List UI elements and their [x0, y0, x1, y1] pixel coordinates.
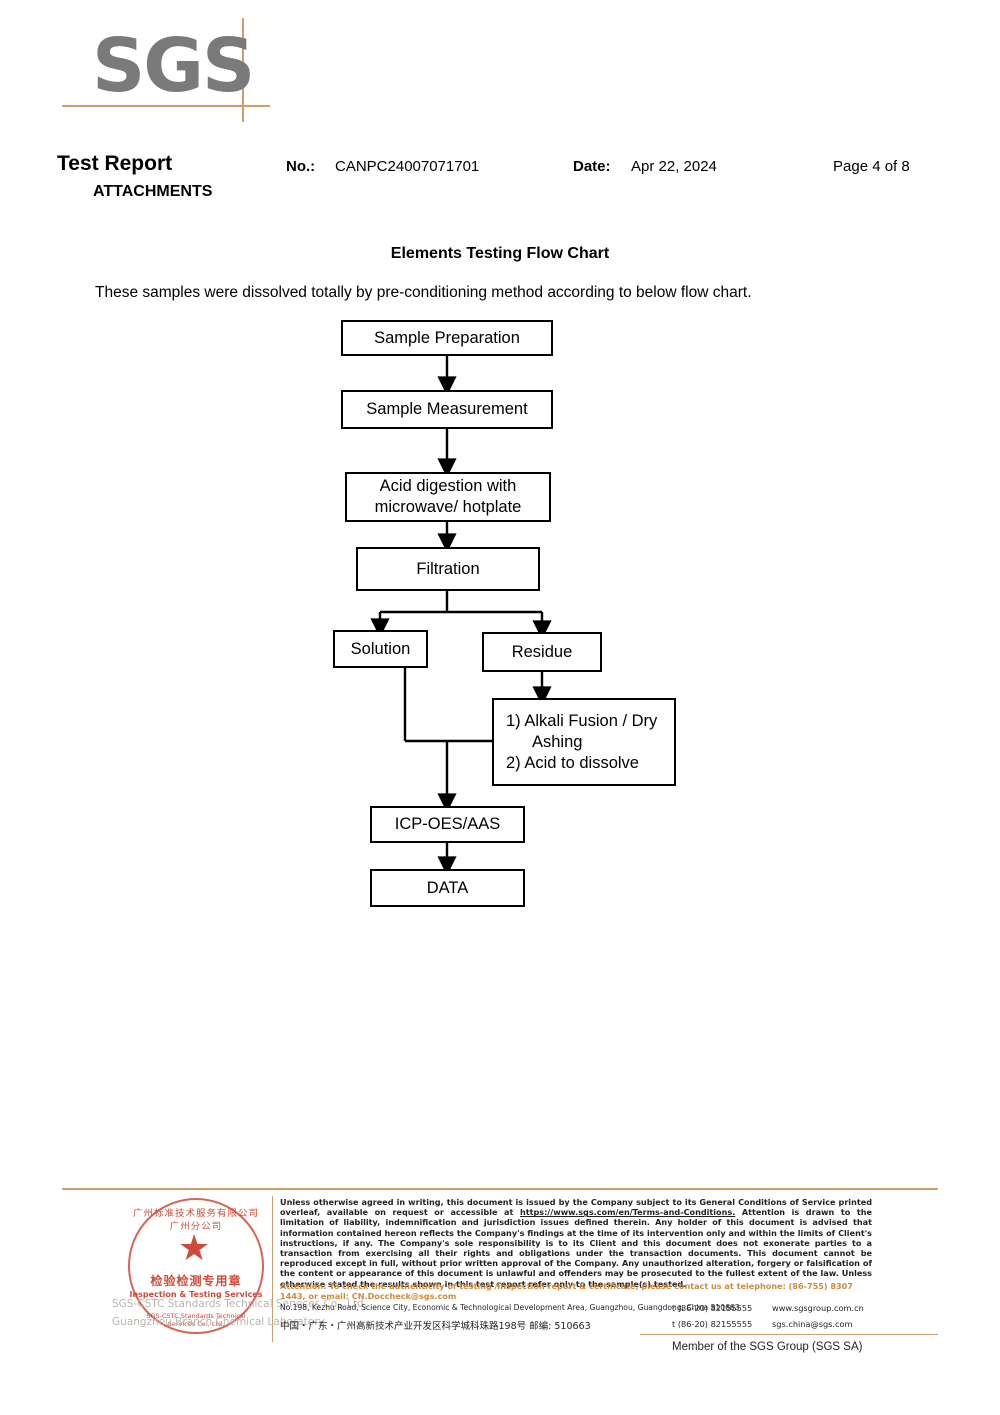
flow-node-label: DATA	[426, 878, 469, 897]
flow-node-residue: Residue	[482, 632, 602, 672]
telephone-2: t (86-20) 82155555	[672, 1319, 753, 1329]
stamp-arc-top-text: 广州标准技术服务有限公司广州分公司	[132, 1209, 259, 1232]
flow-node-sample-preparation: Sample Preparation	[341, 320, 553, 356]
flow-node-label-line2: Ashing	[532, 732, 583, 751]
watermark-line-2: Guangzhou Branch Chemical Laboratory	[112, 1316, 325, 1328]
flow-node-label: Filtration	[416, 559, 480, 578]
report-number-label: No.:	[286, 158, 316, 175]
stamp-chinese-text: 检验检测专用章	[150, 1274, 242, 1288]
stamp-english-text: Inspection & Testing Services	[129, 1290, 263, 1299]
page-number: Page 4 of 8	[833, 158, 910, 175]
sgs-logo: SGS	[62, 18, 282, 128]
flow-node-filtration: Filtration	[356, 547, 540, 591]
flow-node-alkali-fusion: 1) Alkali Fusion / Dry Ashing 2) Acid to…	[492, 698, 676, 786]
inspection-stamp: 广州标准技术服务有限公司广州分公司 ★ 检验检测专用章 Inspection &…	[128, 1198, 264, 1334]
page-subtitle: ATTACHMENTS	[93, 183, 213, 200]
page-title: Test Report	[57, 152, 173, 175]
footer-vertical-divider	[272, 1196, 273, 1342]
logo-horizontal-rule	[62, 105, 270, 107]
logo-vertical-rule	[242, 18, 244, 122]
report-date-value: Apr 22, 2024	[631, 158, 717, 175]
flow-node-label: Sample Measurement	[366, 400, 528, 418]
legal-text-part2: Attention is drawn to the limitation of …	[280, 1207, 873, 1289]
flow-node-acid-digestion: Acid digestion with microwave/ hotplate	[345, 472, 551, 522]
report-number-value: CANPC24007071701	[335, 158, 480, 175]
attention-notice: Attention: To check the authenticity of …	[280, 1281, 853, 1302]
logo-text: SGS	[92, 23, 255, 109]
email-address[interactable]: sgs.china@sgs.com	[772, 1319, 853, 1329]
telephone-1: t (86-20) 82155555	[672, 1303, 753, 1313]
footer-divider-secondary	[640, 1334, 938, 1335]
watermark-line-1: SGS-CSTC Standards Technical Services Co…	[112, 1298, 368, 1310]
legal-disclaimer: Unless otherwise agreed in writing, this…	[280, 1197, 872, 1289]
flow-node-icp-oes-aas: ICP-OES/AAS	[370, 806, 525, 843]
flow-node-label: 1) Alkali Fusion / Dry	[506, 711, 658, 730]
flow-node-label: Solution	[350, 639, 411, 658]
flow-node-label-line2: microwave/ hotplate	[374, 498, 522, 516]
flow-node-sample-measurement: Sample Measurement	[341, 390, 553, 429]
intro-paragraph: These samples were dissolved totally by …	[95, 284, 752, 301]
stamp-ring	[128, 1198, 264, 1334]
address-english: No.198, Kezhu Road, Science City, Econom…	[280, 1303, 740, 1312]
flow-node-data: DATA	[370, 869, 525, 907]
flow-node-label: Sample Preparation	[374, 328, 520, 347]
flow-node-label-line3: 2) Acid to dissolve	[506, 753, 639, 772]
footer-divider	[62, 1188, 938, 1190]
member-notice: Member of the SGS Group (SGS SA)	[672, 1341, 863, 1353]
terms-and-conditions-link[interactable]: https://www.sgs.com/en/Terms-and-Conditi…	[519, 1207, 736, 1218]
report-date-label: Date:	[573, 158, 611, 175]
flow-node-label: ICP-OES/AAS	[394, 815, 501, 833]
star-icon: ★	[178, 1227, 211, 1268]
address-chinese: 中国・广东・广州高新技术产业开发区科学城科珠路198号 邮编: 510663	[280, 1321, 591, 1332]
flow-node-label: Residue	[511, 642, 573, 661]
website-url[interactable]: www.sgsgroup.com.cn	[772, 1303, 864, 1313]
legal-text-part1: Unless otherwise agreed in writing, this…	[280, 1197, 872, 1218]
section-title: Elements Testing Flow Chart	[390, 245, 610, 262]
stamp-arc-bottom-text: SGS-CSTC Standards Technical Services Co…	[146, 1312, 246, 1328]
flow-node-solution: Solution	[333, 630, 428, 668]
flow-node-label: Acid digestion with	[379, 477, 517, 495]
